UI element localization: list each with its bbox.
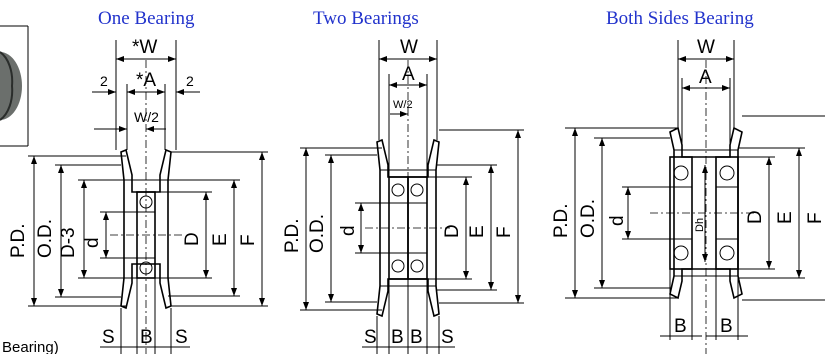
- two-w-half-label: W/2: [393, 99, 413, 111]
- both-e-label: E: [775, 211, 796, 224]
- both-pd-label: P.D.: [551, 203, 572, 238]
- one-e-label: E: [210, 233, 231, 246]
- one-f-label: F: [238, 234, 259, 246]
- one-od-label: O.D.: [35, 219, 56, 258]
- two-bore-label: d: [338, 225, 359, 236]
- two-od-label: O.D.: [307, 214, 328, 253]
- two-s-right-label: S: [441, 327, 454, 348]
- one-bearing-drawing: *W *A 2 2 W/2 P.D. O.D. D-3 d D: [8, 37, 268, 354]
- two-b2-label: B: [410, 327, 423, 348]
- title-both-sides-bearing: Both Sides Bearing: [606, 8, 754, 29]
- both-a-label: A: [699, 67, 712, 88]
- both-b-left-label: B: [674, 316, 687, 337]
- two-a-label: A: [402, 64, 415, 85]
- two-w-label: W: [400, 37, 418, 58]
- both-sides-bearing-drawing: W A P.D. O.D. d Dh D E F: [551, 37, 825, 354]
- two-e-label: E: [467, 225, 488, 238]
- both-od-label: O.D.: [578, 199, 599, 238]
- both-f-label: F: [805, 212, 825, 224]
- one-w-half-label: W/2: [134, 109, 159, 125]
- one-b-label: B: [140, 327, 153, 348]
- both-d-outer-label: D: [745, 210, 766, 224]
- two-d-outer-label: D: [442, 224, 463, 238]
- both-bore-label: d: [607, 215, 628, 226]
- one-pd-label: P.D.: [8, 223, 29, 258]
- one-d-outer-label: D: [182, 232, 203, 246]
- one-bore-label: d: [82, 237, 103, 248]
- one-s-right-label: S: [175, 327, 188, 348]
- one-s-left-label: S: [102, 327, 115, 348]
- one-right-gap-label: 2: [186, 73, 194, 89]
- two-bearings-drawing: W A W/2 P.D. O.D. d D E F: [282, 37, 524, 354]
- one-w-label: *W: [132, 37, 157, 58]
- two-f-label: F: [494, 226, 515, 238]
- two-s-left-label: S: [364, 327, 377, 348]
- two-pd-label: P.D.: [282, 218, 303, 253]
- both-b-right-label: B: [720, 316, 733, 337]
- one-left-gap-label: 2: [100, 73, 108, 89]
- both-w-label: W: [697, 37, 715, 58]
- title-one-bearing: One Bearing: [98, 8, 195, 29]
- partial-image-frame: [0, 25, 29, 147]
- one-d3-label: D-3: [58, 227, 79, 258]
- one-a-label: *A: [136, 70, 156, 91]
- both-dh-label: Dh: [694, 218, 706, 232]
- title-two-bearings: Two Bearings: [313, 8, 419, 29]
- two-b1-label: B: [391, 327, 404, 348]
- caption-fragment: Bearing): [2, 339, 59, 354]
